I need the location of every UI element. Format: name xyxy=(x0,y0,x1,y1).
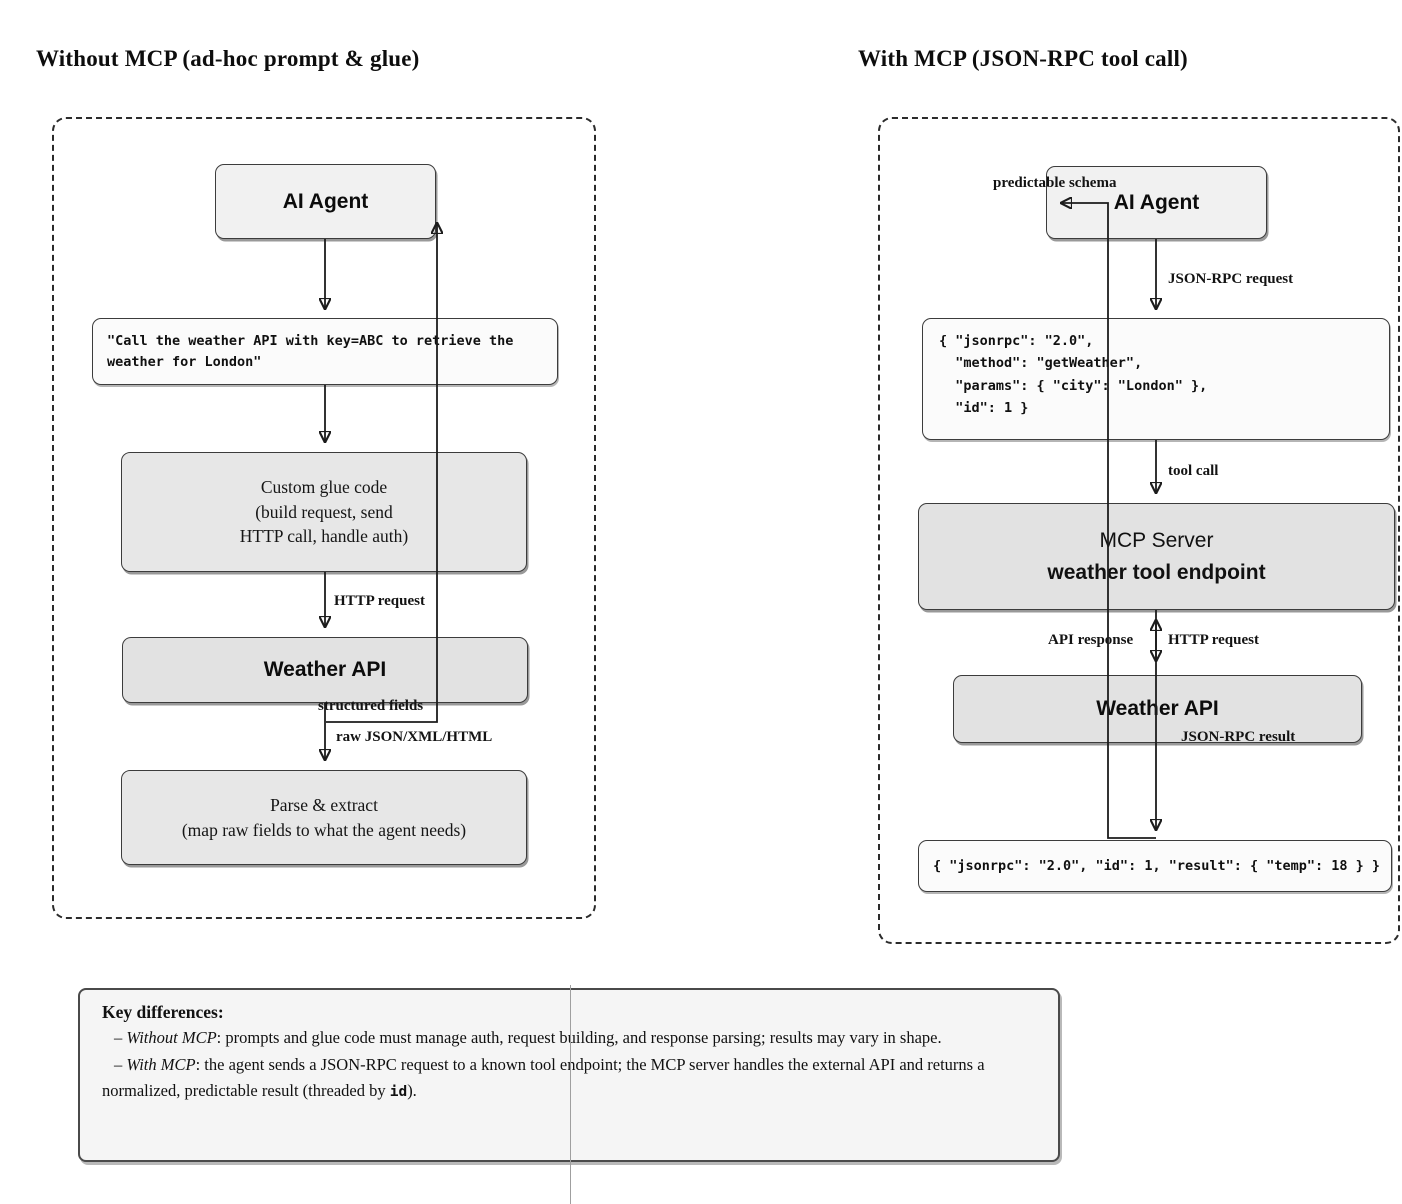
left-column-title: Without MCP (ad-hoc prompt & glue) xyxy=(36,46,420,71)
api-response-label: API response xyxy=(1048,632,1134,648)
predictable-schema-label: predictable schema xyxy=(993,175,1117,191)
mcp-server-subtitle: weather tool endpoint xyxy=(1047,560,1266,584)
without-mcp-term: Without MCP xyxy=(126,1028,217,1047)
raw-json-xml-html-label: raw JSON/XML/HTML xyxy=(336,729,493,745)
page-column-rule-artifact xyxy=(570,985,571,1204)
with-mcp-term: With MCP xyxy=(126,1054,196,1074)
jsonrpc-request-node: { "jsonrpc": "2.0", "method": "getWeathe… xyxy=(922,318,1390,440)
left-http-request-label: HTTP request xyxy=(334,593,425,609)
left-weather-api-node: Weather API xyxy=(122,637,528,703)
left-prompt-node: "Call the weather API with key=ABC to re… xyxy=(92,318,558,385)
left-parse-extract-node: Parse & extract (map raw fields to what … xyxy=(121,770,527,865)
mcp-server-title: MCP Server xyxy=(1099,529,1214,552)
tool-call-label: tool call xyxy=(1168,463,1219,479)
right-weather-api-node: Weather API xyxy=(953,675,1362,743)
without-mcp-container xyxy=(52,117,596,919)
key-differences-item-with: – With MCP: the agent sends a JSON-RPC r… xyxy=(102,1054,985,1101)
jsonrpc-result-label: JSON-RPC result xyxy=(1181,729,1296,745)
key-differences-item-without: – Without MCP: prompts and glue code mus… xyxy=(114,1028,942,1047)
mcp-server-node: MCP Server weather tool endpoint xyxy=(918,503,1395,610)
structured-fields-label: structured fields xyxy=(318,698,424,714)
left-ai-agent-node: AI Agent xyxy=(215,164,436,239)
key-differences-box: Key differences: – Without MCP: prompts … xyxy=(78,988,1060,1162)
jsonrpc-request-label: JSON-RPC request xyxy=(1168,271,1294,287)
right-http-request-label: HTTP request xyxy=(1168,632,1259,648)
with-mcp-container xyxy=(878,117,1400,944)
left-glue-code-node: Custom glue code (build request, send HT… xyxy=(121,452,527,572)
jsonrpc-result-node: { "jsonrpc": "2.0", "id": 1, "result": {… xyxy=(918,840,1392,892)
key-differences-heading: Key differences: xyxy=(102,1002,224,1022)
right-column-title: With MCP (JSON-RPC tool call) xyxy=(858,46,1188,71)
id-code-token: id xyxy=(389,1084,408,1101)
